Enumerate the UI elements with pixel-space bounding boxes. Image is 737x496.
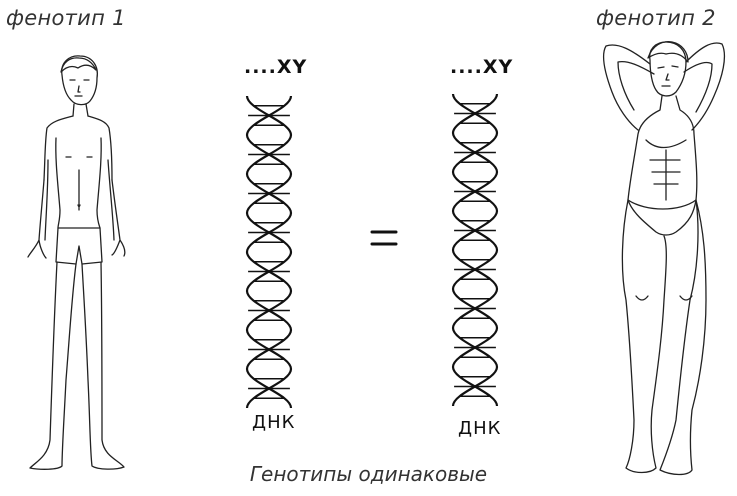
helix-strand-a: [451, 93, 499, 407]
caption: Генотипы одинаковые: [249, 462, 488, 486]
dna-helix-left: [245, 95, 293, 409]
phenotype-1-label: фенотип 1: [6, 6, 126, 30]
phenotype-2-label: фенотип 2: [596, 6, 716, 30]
person-athletic-figure: [602, 40, 726, 476]
person-thin-figure: [27, 55, 126, 470]
helix-strand-b: [451, 93, 499, 407]
dna-label-left: ДНК: [252, 412, 296, 433]
chromosome-label-left: ....XY: [244, 56, 308, 78]
helix-strand-a: [245, 95, 293, 409]
dna-label-right: ДНК: [458, 418, 502, 439]
chromosome-label-right: ....XY: [450, 56, 514, 78]
equals-sign: [370, 230, 398, 246]
helix-strand-b: [245, 95, 293, 409]
dna-helix-right: [451, 93, 499, 407]
